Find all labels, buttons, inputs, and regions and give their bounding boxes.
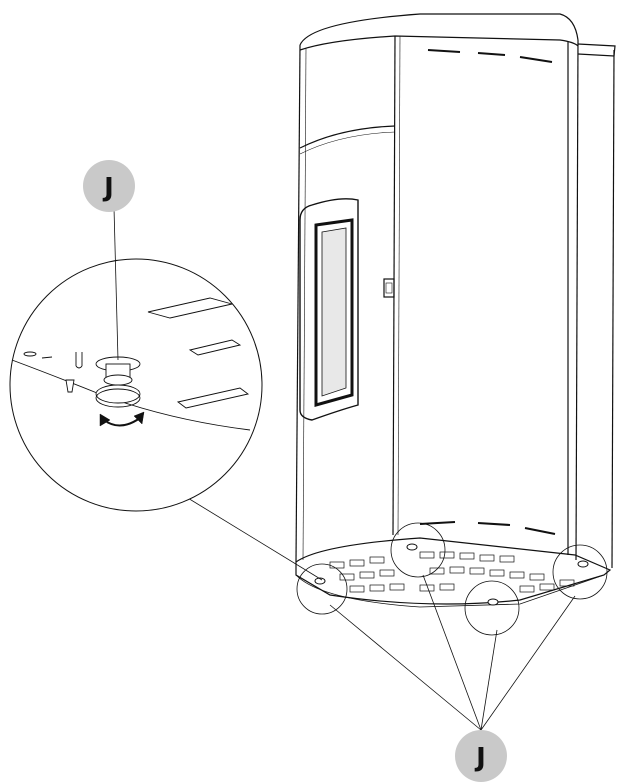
slot: [539, 583, 555, 591]
leveling-foot: [487, 598, 499, 606]
zoom-detail: [9, 258, 263, 512]
slot: [429, 567, 445, 575]
rotation-arrow-icon: [99, 411, 145, 427]
leader-line: [480, 629, 498, 731]
zoom-foot-pad-bottom: [95, 388, 141, 408]
detail-callout-circle: [83, 160, 135, 212]
main-callout-badge: J: [455, 730, 507, 782]
slot: [509, 571, 525, 579]
detail-callout-badge: J: [83, 160, 135, 212]
zoom-mark: [23, 351, 37, 357]
slot: [529, 573, 545, 581]
leveling-foot: [577, 560, 589, 568]
slot: [349, 559, 365, 567]
stove-right-edge: [575, 39, 579, 561]
zoom-foot-nut: [103, 374, 133, 386]
slot: [439, 583, 455, 591]
zoom-slot: [176, 387, 250, 409]
slot: [479, 554, 495, 562]
leader-line: [329, 604, 482, 731]
stove-top-cap: [299, 13, 579, 46]
zoom-slot: [188, 339, 242, 356]
slot: [339, 573, 355, 581]
leader-line: [480, 595, 576, 731]
foot-detail-circle: [464, 580, 520, 636]
window-inner-frame: [314, 218, 354, 407]
stove-window: [299, 198, 359, 421]
slot: [519, 585, 535, 593]
base-plate-slots: [329, 551, 575, 593]
leveling-feet: [314, 543, 589, 606]
window-outer-frame: [299, 198, 359, 421]
slot: [419, 551, 435, 559]
stove-top-rim: [299, 35, 579, 51]
slot: [439, 551, 455, 559]
stove-right-rear-edge: [611, 49, 615, 569]
slot: [389, 583, 405, 591]
slot: [369, 556, 385, 564]
base-plate-edge: [295, 574, 605, 608]
slot: [459, 552, 475, 560]
slot: [469, 567, 485, 575]
stove-left-edge: [295, 44, 301, 563]
zoom-leader-line: [177, 491, 323, 581]
slot: [369, 584, 385, 592]
foot-detail-circle: [390, 522, 446, 578]
slot: [379, 569, 395, 577]
stove-top-bracket: [577, 43, 616, 57]
zoom-foot-pad: [95, 384, 141, 404]
zoom-mark-2: [41, 356, 53, 359]
stove-base-plate: [295, 537, 612, 608]
slot: [349, 585, 365, 593]
base-plate-outline: [295, 537, 612, 605]
stove-left-inner-edge: [302, 47, 307, 561]
upper-panel-seam-2: [299, 131, 396, 155]
stove-body: [295, 13, 616, 569]
door-handle-inner: [385, 282, 393, 294]
foot-detail-circles: [296, 522, 608, 636]
slot: [449, 566, 465, 574]
main-callout-leaders: [329, 574, 576, 731]
top-vent-1: [427, 49, 553, 63]
slot: [329, 561, 345, 569]
detail-callout-label: J: [102, 173, 114, 203]
bottom-vent-1: [419, 521, 556, 535]
upper-panel-seam: [299, 125, 396, 149]
zoom-detail-circle: [9, 258, 263, 512]
slot: [489, 569, 505, 577]
foot-detail-circle: [552, 544, 608, 600]
detail-callout-leader: [113, 207, 119, 361]
window-glass: [321, 227, 347, 397]
foot-detail-circle: [296, 563, 348, 615]
zoom-slot: [147, 297, 233, 319]
slot: [359, 571, 375, 579]
leveling-foot: [406, 543, 418, 551]
zoom-cone: [65, 379, 75, 393]
door-seam-left-inner: [397, 35, 401, 536]
main-callout-circle: [455, 730, 507, 782]
door-handle: [383, 278, 395, 298]
slot: [499, 555, 515, 563]
main-callout-label: J: [474, 743, 486, 773]
zoom-pin: [75, 352, 83, 369]
leader-line: [422, 574, 482, 731]
slot: [559, 579, 575, 587]
leveling-foot: [314, 577, 326, 585]
